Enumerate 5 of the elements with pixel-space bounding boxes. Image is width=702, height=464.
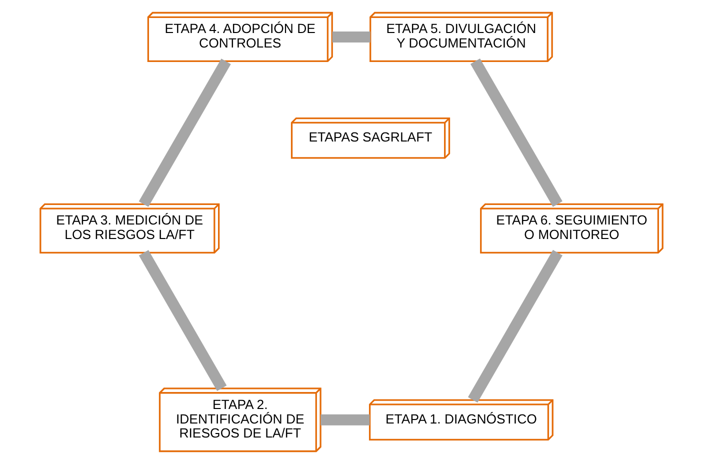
connector xyxy=(467,250,562,403)
connector xyxy=(320,414,370,426)
connector xyxy=(138,250,226,391)
connector xyxy=(470,58,562,207)
connector xyxy=(138,58,230,207)
